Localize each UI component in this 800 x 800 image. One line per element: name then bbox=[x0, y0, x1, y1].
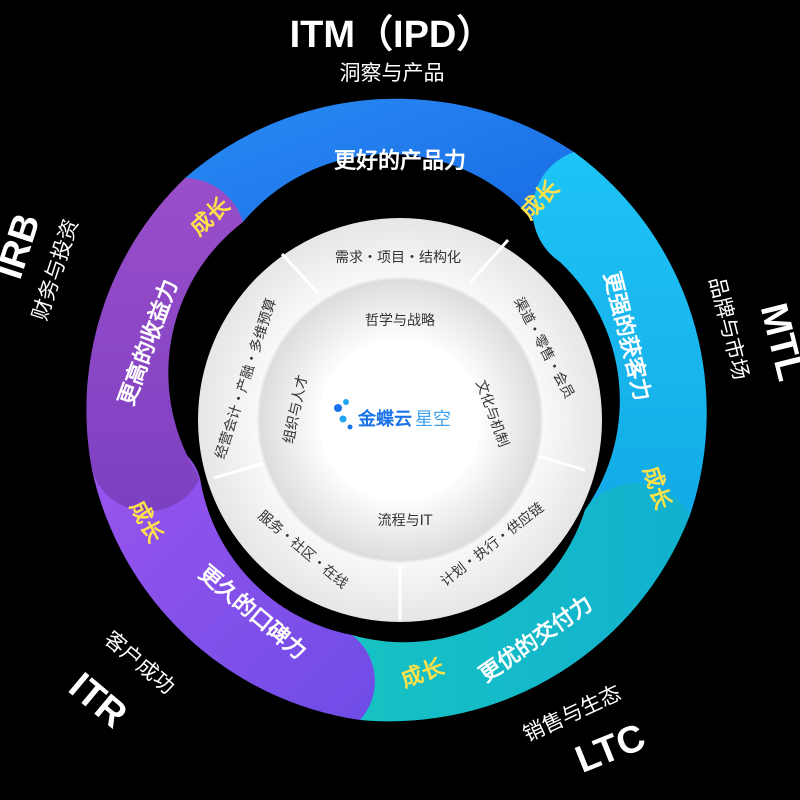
inner-label-process: 流程与IT bbox=[378, 513, 433, 529]
brand-sub: 星空 bbox=[415, 409, 451, 430]
outer-desc-mtl: 品牌与市场 bbox=[704, 274, 753, 382]
outer-code-ltc: LTC bbox=[570, 716, 652, 782]
outer-code-itm: ITM（IPD） bbox=[290, 14, 495, 56]
petal-delivery bbox=[337, 483, 690, 722]
inner-label-strategy: 哲学与战略 bbox=[365, 313, 435, 329]
outer-code-mtl: MTL bbox=[752, 299, 800, 385]
petal-product bbox=[185, 98, 601, 262]
petal-acquisition bbox=[532, 152, 707, 545]
center-circle bbox=[318, 338, 482, 502]
outer-desc-itm: 洞察与产品 bbox=[340, 61, 445, 85]
brand-main: 金蝶云 bbox=[357, 408, 412, 430]
kingdee-logo-icon bbox=[334, 399, 353, 430]
middle-label-demand: 需求・项目・结构化 bbox=[335, 250, 461, 266]
outer-code-itr: ITR bbox=[61, 665, 135, 737]
petal-title-product: 更好的产品力 bbox=[334, 148, 466, 174]
petal-profit bbox=[86, 178, 244, 512]
middle-ring-dividers bbox=[213, 239, 586, 620]
petal-ring bbox=[86, 98, 707, 722]
